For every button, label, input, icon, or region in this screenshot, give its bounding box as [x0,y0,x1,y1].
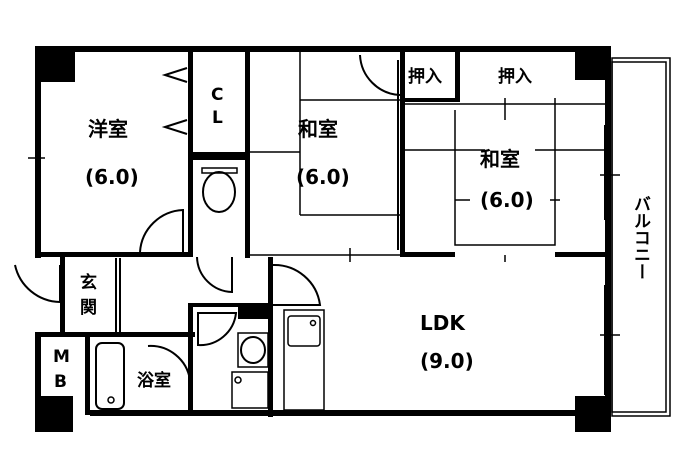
closet-label-c: C [211,85,223,105]
western-room-label: 洋室 [88,117,128,141]
oshiire-1-label: 押入 [408,66,442,87]
interior-walls [60,46,610,417]
pillar [35,396,73,432]
balcony [611,57,671,417]
western-room-size: (6.0) [85,165,139,189]
entrance-label-2: 関 [80,298,97,318]
bathroom-label: 浴室 [137,370,171,391]
japanese-room-1-size: (6.0) [296,165,350,189]
closet-label-l: L [212,108,223,128]
japanese-room-2-size: (6.0) [480,188,534,212]
ldk-label: LDK [420,311,466,335]
ldk-size: (9.0) [420,349,474,373]
pillar [35,46,75,82]
meter-box-label-b: B [54,372,67,392]
japanese-room-2-label: 和室 [480,147,520,171]
pillar [575,396,611,432]
fixtures [14,52,620,411]
entrance-label-1: 玄 [80,272,97,293]
balcony-label: バルコニー [630,195,651,280]
japanese-room-1-label: 和室 [298,117,338,141]
pillar [575,46,611,80]
oshiire-2-label: 押入 [498,66,532,87]
meter-box-label-m: M [53,347,70,367]
